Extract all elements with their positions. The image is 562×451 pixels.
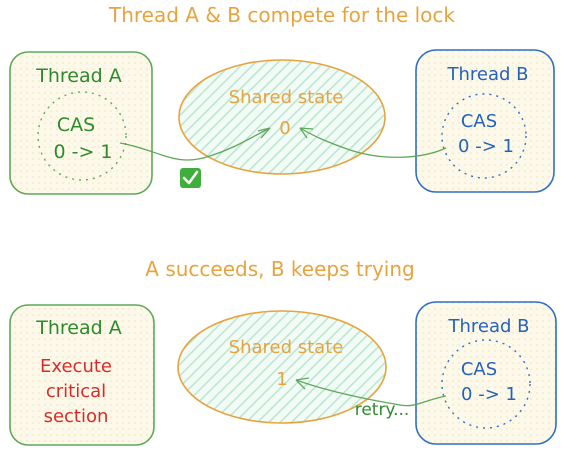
scene2-thread-a-line2: critical bbox=[46, 381, 106, 402]
scene1-thread-a-cas-label: CAS bbox=[57, 114, 95, 136]
scene1-thread-b-cas-op: 0 -> 1 bbox=[458, 136, 514, 157]
scene1-thread-b-label: Thread B bbox=[446, 64, 528, 85]
scene1-shared-state: Shared state 0 bbox=[178, 59, 386, 175]
scene2-shared-state-value: 1 bbox=[276, 369, 287, 390]
scene1-thread-b-box: Thread B CAS 0 -> 1 bbox=[415, 49, 555, 193]
scene1-thread-b-cas-label: CAS bbox=[461, 111, 497, 132]
scene2-thread-a-line3: section bbox=[44, 406, 109, 427]
scene2-thread-b-cas-circle bbox=[441, 339, 531, 429]
scene2-retry-arrow-head bbox=[295, 377, 310, 390]
scene2-thread-a-label: Thread A bbox=[35, 317, 121, 339]
scene2-thread-a-line1: Execute bbox=[40, 356, 112, 377]
scene2-title: A succeeds, B keeps trying bbox=[145, 257, 414, 281]
scene1-arrow-b-head bbox=[299, 127, 314, 139]
scene2-thread-a-box: Thread A Execute critical section bbox=[9, 304, 155, 446]
scene1-arrow-a-to-shared bbox=[119, 127, 271, 161]
scene1-thread-a-cas-circle bbox=[37, 91, 127, 181]
scene1-shared-state-label: Shared state bbox=[229, 87, 344, 108]
scene1-thread-a-box: Thread A CAS 0 -> 1 bbox=[9, 51, 153, 195]
scene2-thread-b-cas-op: 0 -> 1 bbox=[461, 384, 517, 405]
scene2-shared-state-label: Shared state bbox=[229, 337, 344, 358]
scene2-thread-b-label: Thread B bbox=[447, 316, 529, 337]
scene1-thread-b-cas-circle bbox=[441, 93, 527, 179]
scene1-thread-a-label: Thread A bbox=[35, 65, 121, 87]
scene1-success-check-icon bbox=[180, 168, 201, 188]
scene1-thread-a-cas-op: 0 -> 1 bbox=[53, 141, 112, 163]
scene1-shared-state-value: 0 bbox=[279, 118, 290, 139]
scene2-thread-b-box: Thread B CAS 0 -> 1 bbox=[415, 301, 557, 445]
scene2-retry-arrow bbox=[295, 379, 447, 407]
scene2-retry-label: retry... bbox=[355, 400, 410, 420]
scene2-shared-state: Shared state 1 bbox=[177, 310, 387, 424]
scene1-arrow-b-to-shared bbox=[299, 127, 447, 158]
scene2-thread-b-cas-label: CAS bbox=[461, 359, 497, 380]
scene1-arrow-a-head bbox=[257, 127, 271, 139]
scene1-title: Thread A & B compete for the lock bbox=[108, 3, 455, 27]
